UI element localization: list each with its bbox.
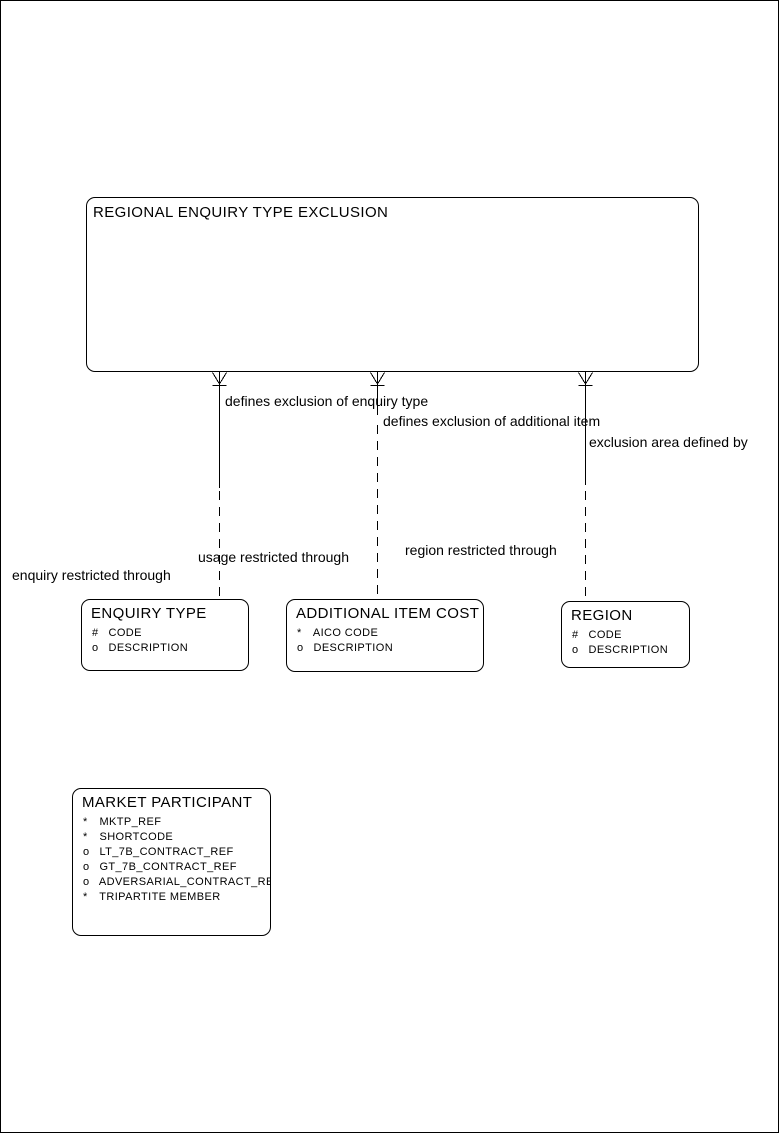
entity-market-participant[interactable]: MARKET PARTICIPANT * MKTP_REF * SHORTCOD… [72, 788, 271, 936]
attribute-name: DESCRIPTION [108, 642, 189, 654]
attribute-name: ADVERSARIAL_CONTRACT_REF [98, 876, 271, 888]
connector-enquiry-type[interactable] [212, 372, 227, 599]
attribute-name: DESCRIPTION [313, 642, 394, 654]
crows-foot-many-marker-icon [370, 372, 385, 386]
entity-title: ENQUIRY TYPE [91, 605, 207, 622]
attribute-row: o DESCRIPTION [572, 643, 689, 658]
attribute-name: CODE [588, 629, 622, 641]
attribute-name: GT_7B_CONTRACT_REF [99, 861, 237, 873]
attribute-optionality-marker: o [572, 644, 579, 656]
attribute-list: # CODE o DESCRIPTION [572, 628, 689, 658]
attribute-row: # CODE [572, 628, 689, 643]
attribute-list: * MKTP_REF * SHORTCODE o LT_7B_CONTRACT_… [83, 815, 270, 905]
relationship-label-exclusion-area-defined-by: exclusion area defined by [589, 434, 748, 450]
entity-title: REGION [571, 607, 633, 624]
attribute-optionality-marker: * [297, 627, 302, 639]
relationship-label-defines-exclusion-of-enquiry-type: defines exclusion of enquiry type [225, 393, 429, 409]
attribute-optionality-marker: * [83, 831, 88, 843]
relationship-label-region-restricted-through: region restricted through [405, 542, 557, 558]
attribute-row: o DESCRIPTION [92, 641, 248, 656]
attribute-optionality-marker: * [83, 816, 88, 828]
attribute-list: * AICO CODE o DESCRIPTION [297, 626, 483, 656]
attribute-row: * SHORTCODE [83, 830, 270, 845]
relationship-label-enquiry-restricted-through: enquiry restricted through [12, 567, 171, 583]
entity-additional-item-cost[interactable]: ADDITIONAL ITEM COST * AICO CODE o DESCR… [286, 599, 484, 672]
attribute-name: CODE [108, 627, 142, 639]
attribute-name: LT_7B_CONTRACT_REF [99, 846, 234, 858]
attribute-optionality-marker: o [83, 846, 90, 858]
attribute-optionality-marker: # [572, 629, 579, 641]
entity-title: MARKET PARTICIPANT [82, 794, 253, 811]
attribute-row: * TRIPARTITE MEMBER [83, 890, 270, 905]
entity-region[interactable]: REGION # CODE o DESCRIPTION [561, 601, 690, 668]
attribute-row: o DESCRIPTION [297, 641, 483, 656]
attribute-name: DESCRIPTION [588, 644, 669, 656]
relationship-label-usage-restricted-through: usage restricted through [198, 549, 349, 565]
attribute-optionality-marker: # [92, 627, 99, 639]
attribute-name: TRIPARTITE MEMBER [99, 891, 221, 903]
connector-additional-item-cost[interactable] [370, 372, 385, 599]
attribute-optionality-marker: o [83, 861, 90, 873]
connector-region[interactable] [578, 372, 593, 601]
attribute-optionality-marker: o [92, 642, 99, 654]
attribute-name: SHORTCODE [99, 831, 174, 843]
attribute-row: o LT_7B_CONTRACT_REF [83, 845, 270, 860]
attribute-name: AICO CODE [312, 627, 379, 639]
attribute-optionality-marker: * [83, 891, 88, 903]
attribute-row: * MKTP_REF [83, 815, 270, 830]
entity-title: REGIONAL ENQUIRY TYPE EXCLUSION [93, 204, 389, 221]
attribute-row: o GT_7B_CONTRACT_REF [83, 860, 270, 875]
attribute-row: # CODE [92, 626, 248, 641]
entity-regional-enquiry-type-exclusion[interactable]: REGIONAL ENQUIRY TYPE EXCLUSION [86, 197, 699, 372]
entity-title: ADDITIONAL ITEM COST [296, 605, 480, 622]
relationship-label-defines-exclusion-of-additional-item: defines exclusion of additional item [383, 413, 601, 429]
crows-foot-many-marker-icon [578, 372, 593, 386]
attribute-list: # CODE o DESCRIPTION [92, 626, 248, 656]
attribute-optionality-marker: o [83, 876, 90, 888]
crows-foot-many-marker-icon [212, 372, 227, 386]
attribute-optionality-marker: o [297, 642, 304, 654]
attribute-name: MKTP_REF [99, 816, 162, 828]
attribute-row: o ADVERSARIAL_CONTRACT_REF [83, 875, 270, 890]
attribute-row: * AICO CODE [297, 626, 483, 641]
entity-enquiry-type[interactable]: ENQUIRY TYPE # CODE o DESCRIPTION [81, 599, 249, 671]
